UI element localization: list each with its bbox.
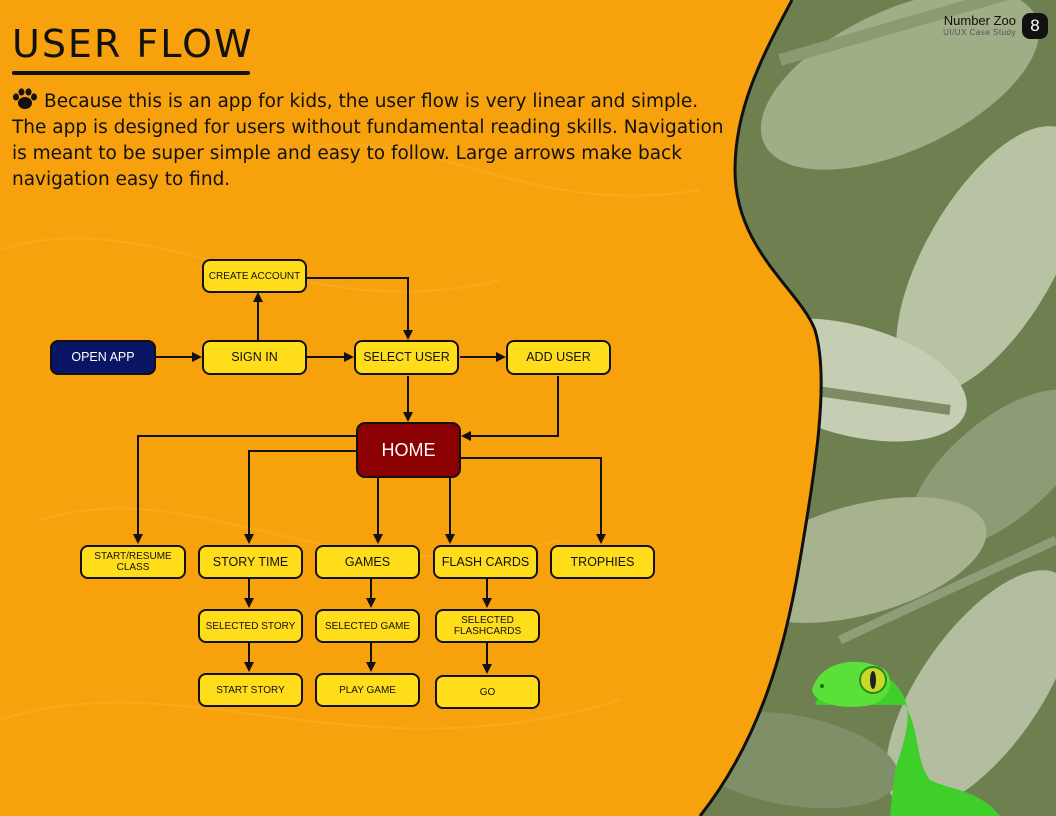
node-story-time: STORY TIME	[198, 545, 303, 579]
edge-home-to-class	[133, 435, 356, 544]
node-sign-in: SIGN IN	[202, 340, 307, 375]
gecko-image	[812, 661, 1000, 816]
node-select-user: SELECT USER	[354, 340, 459, 375]
node-start-story: START STORY	[198, 673, 303, 707]
node-play-game: PLAY GAME	[315, 673, 420, 707]
node-flash-cards: FLASH CARDS	[433, 545, 538, 579]
paw-icon	[13, 88, 37, 109]
brand-subtitle: UI/UX Case Study	[943, 28, 1016, 37]
node-games: GAMES	[315, 545, 420, 579]
node-home: HOME	[356, 422, 461, 478]
node-add-user: ADD USER	[506, 340, 611, 375]
node-create-account: CREATE ACCOUNT	[202, 259, 307, 293]
page-number-badge: 8	[1022, 13, 1048, 39]
node-trophies: TROPHIES	[550, 545, 655, 579]
edge-create-to-select	[303, 277, 413, 340]
edge-add-to-home	[461, 376, 559, 441]
edge-home-to-story	[244, 450, 356, 544]
title-underline	[12, 71, 250, 75]
node-selected-game: SELECTED GAME	[315, 609, 420, 643]
intro-text: Because this is an app for kids, the use…	[12, 91, 724, 190]
node-open-app: OPEN APP	[50, 340, 156, 375]
intro-paragraph: Because this is an app for kids, the use…	[12, 88, 732, 193]
edge-home-to-trophies	[461, 457, 606, 544]
page-title: USER FLOW	[12, 22, 254, 66]
brand-block: Number Zoo UI/UX Case Study	[943, 13, 1016, 37]
brand-name: Number Zoo	[943, 13, 1016, 28]
node-go: GO	[435, 675, 540, 709]
node-start-resume-class: START/RESUME CLASS	[80, 545, 186, 579]
node-selected-story: SELECTED STORY	[198, 609, 303, 643]
node-selected-flashcards: SELECTED FLASHCARDS	[435, 609, 540, 643]
